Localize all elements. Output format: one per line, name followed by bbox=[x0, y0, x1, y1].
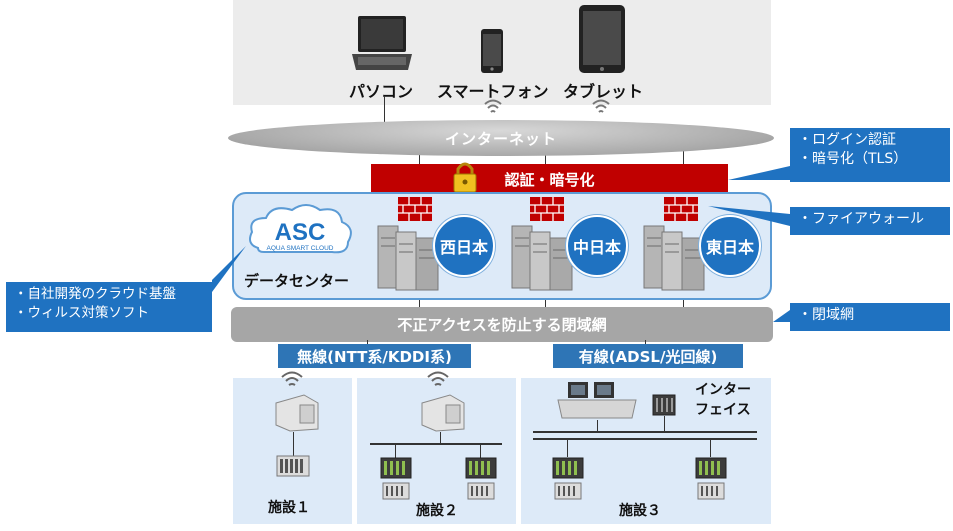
cloud-callout-pointer bbox=[212, 246, 246, 292]
auth-label: 認証・暗号化 bbox=[504, 170, 595, 189]
internet-cloud: インターネット bbox=[228, 120, 774, 156]
smartphone-icon bbox=[481, 29, 503, 73]
pc-label: パソコン bbox=[349, 82, 414, 101]
auth-encryption-bar: 認証・暗号化 bbox=[371, 164, 728, 194]
auth-callout: ・ログイン認証 ・暗号化（TLS） bbox=[790, 128, 950, 182]
wireless-router-icon bbox=[421, 394, 465, 432]
plc-controller-icon bbox=[465, 457, 497, 479]
io-module-icon bbox=[554, 482, 582, 500]
cloud-callout-line1: ・自社開発のクラウド基盤 bbox=[14, 286, 176, 302]
cloud-callout-line2: ・ウィルス対策ソフト bbox=[14, 305, 149, 321]
tablet-icon bbox=[579, 5, 625, 73]
tablet-label: タブレット bbox=[563, 82, 644, 101]
lan-bus-line bbox=[370, 443, 502, 445]
region-badge-central: 中日本 bbox=[566, 215, 628, 277]
interface-unit-icon bbox=[652, 394, 676, 416]
io-module-icon bbox=[467, 482, 495, 500]
lan-bus-line bbox=[533, 431, 757, 433]
closed-callout-pointer bbox=[773, 310, 790, 322]
facility-2-label: 施設２ bbox=[416, 503, 458, 519]
interface-label-line2: フェイス bbox=[695, 402, 751, 418]
lan-bus-line bbox=[533, 438, 757, 440]
logo-text: ASC bbox=[275, 219, 326, 246]
region-badge-west: 西日本 bbox=[433, 215, 495, 277]
facility-1-label: 施設１ bbox=[268, 500, 310, 516]
connector-line bbox=[597, 420, 598, 432]
closed-callout-text: ・閉域網 bbox=[798, 307, 854, 323]
closed-network-callout: ・閉域網 bbox=[790, 303, 950, 331]
connector-line bbox=[440, 432, 441, 444]
interface-label: インター フェイス bbox=[695, 380, 751, 420]
workstation-icon bbox=[557, 382, 637, 419]
auth-callout-line2: ・暗号化（TLS） bbox=[798, 151, 908, 167]
wifi-icon bbox=[484, 99, 502, 113]
connector-line bbox=[384, 96, 385, 122]
connector-line bbox=[395, 444, 396, 458]
firewall-icon bbox=[398, 197, 432, 221]
firewall-icon bbox=[530, 197, 564, 221]
wifi-icon bbox=[281, 371, 303, 386]
facility-3-label: 施設３ bbox=[619, 503, 661, 519]
auth-callout-pointer bbox=[728, 166, 790, 180]
io-module-icon bbox=[382, 482, 410, 500]
connector-line bbox=[710, 439, 711, 457]
plc-controller-icon bbox=[695, 457, 727, 479]
connector-line bbox=[567, 439, 568, 457]
firewall-icon bbox=[664, 197, 698, 221]
laptop-icon bbox=[352, 16, 412, 70]
smartphone-label: スマートフォン bbox=[437, 82, 549, 101]
lock-icon bbox=[453, 162, 477, 193]
wifi-icon bbox=[427, 371, 449, 386]
plc-controller-icon bbox=[552, 457, 584, 479]
logo-subtext: AQUA SMART CLOUD bbox=[267, 245, 334, 252]
wifi-icon bbox=[592, 99, 610, 113]
plc-controller-icon bbox=[276, 455, 310, 477]
auth-callout-line1: ・ログイン認証 bbox=[798, 132, 896, 148]
asc-cloud-logo: ASC AQUA SMART CLOUD bbox=[249, 204, 352, 254]
firewall-callout-pointer bbox=[708, 206, 790, 226]
connector-line bbox=[480, 444, 481, 458]
wireless-label: 無線(NTT系/KDDI系) bbox=[278, 344, 471, 368]
server-rack-icon bbox=[377, 225, 439, 291]
closed-network-bar: 不正アクセスを防止する閉域網 bbox=[231, 307, 773, 342]
connector-line bbox=[664, 416, 665, 432]
interface-label-line1: インター bbox=[695, 382, 751, 398]
firewall-callout: ・ファイアウォール bbox=[790, 207, 950, 235]
plc-controller-icon bbox=[380, 457, 412, 479]
server-rack-icon bbox=[643, 225, 705, 291]
cloud-callout: ・自社開発のクラウド基盤 ・ウィルス対策ソフト bbox=[6, 282, 212, 332]
connector-line bbox=[293, 432, 294, 456]
wireless-router-icon bbox=[275, 394, 319, 432]
region-badge-east: 東日本 bbox=[699, 215, 761, 277]
datacenter-label: データセンター bbox=[244, 272, 350, 290]
io-module-icon bbox=[697, 482, 725, 500]
firewall-callout-text: ・ファイアウォール bbox=[798, 211, 924, 227]
wired-label: 有線(ADSL/光回線) bbox=[553, 344, 743, 368]
